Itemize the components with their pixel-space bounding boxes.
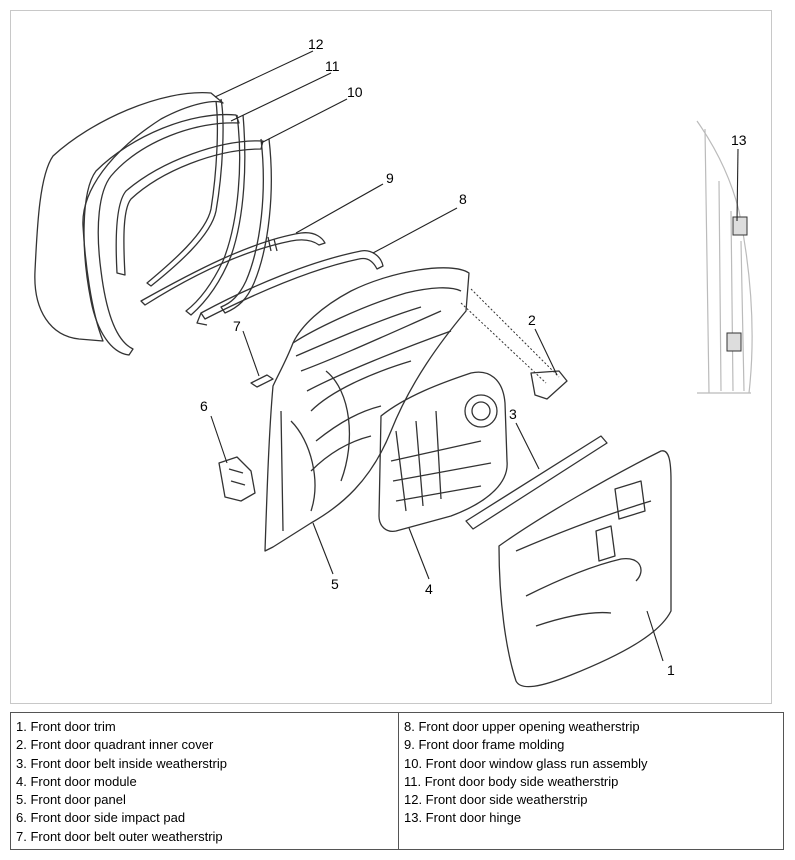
callout-8: 8 [459,191,467,207]
legend-item: 11. Front door body side weatherstrip [404,773,619,789]
part-door-module [378,371,508,532]
callout-11: 11 [325,58,340,74]
callout-12: 12 [308,36,324,52]
callout-13: 13 [731,132,747,148]
leader-lines [210,50,739,662]
callout-3: 3 [509,406,517,422]
part-upper-opening-weatherstrip [200,250,384,320]
part-body-side-weatherstrip [83,113,240,356]
part-hinge-upper [732,216,748,236]
legend-column-right: 8. Front door upper opening weatherstrip… [399,713,783,849]
legend-item: 7. Front door belt outer weatherstrip [16,828,223,844]
callout-10: 10 [347,84,363,100]
part-side-impact-pad [218,456,256,502]
legend-column-left: 1. Front door trim 2. Front door quadran… [11,713,399,849]
part-belt-inside-weatherstrip [465,435,608,530]
legend-item: 2. Front door quadrant inner cover [16,737,214,753]
part-side-weatherstrip [34,92,224,342]
part-frame-molding [140,232,326,306]
callout-7: 7 [233,318,241,334]
callout-1: 1 [667,662,675,678]
part-door-panel [264,267,470,552]
legend-item: 8. Front door upper opening weatherstrip [404,719,640,734]
legend-item: 4. Front door module [16,773,137,789]
part-glass-run [115,140,264,276]
legend-item: 3. Front door belt inside weatherstrip [16,755,227,771]
callout-6: 6 [200,398,208,414]
callout-5: 5 [331,576,339,592]
parts-legend: 1. Front door trim 2. Front door quadran… [10,712,784,850]
legend-item: 9. Front door frame molding [404,737,565,753]
legend-item: 13. Front door hinge [404,810,522,826]
callout-2: 2 [528,312,536,328]
legend-item: 6. Front door side impact pad [16,810,186,826]
callout-4: 4 [425,581,433,597]
part-hinge-lower [726,332,742,352]
callout-9: 9 [386,170,394,186]
part-quadrant-cover [530,370,568,400]
diagram-svg: 12 11 10 9 8 7 6 2 3 13 1 4 5 [34,36,753,688]
part-belt-outer-weatherstrip [250,374,274,388]
part-door-trim [498,450,672,688]
legend-item: 12. Front door side weatherstrip [404,792,588,808]
legend-item: 10. Front door window glass run assembly [404,755,648,771]
hinge-inset [696,120,753,394]
legend-item: 1. Front door trim [16,719,116,734]
legend-item: 5. Front door panel [16,792,126,808]
exploded-diagram: 12 11 10 9 8 7 6 2 3 13 1 4 5 [10,10,772,704]
